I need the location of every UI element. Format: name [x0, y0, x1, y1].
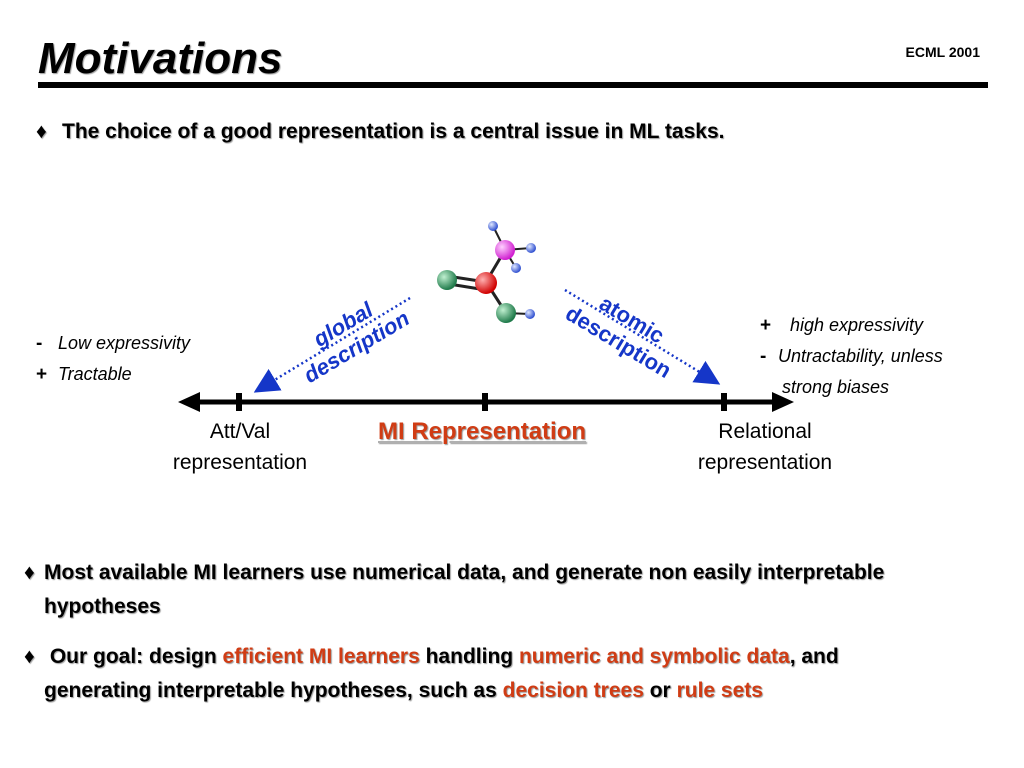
tick-relational	[721, 393, 727, 411]
left-properties: -Low expressivity +Tractable	[36, 328, 190, 390]
diamond-bullet-icon: ♦	[24, 561, 35, 584]
tick-attval	[236, 393, 242, 411]
tick-mi	[482, 393, 488, 411]
bullet-our-goal: ♦ Our goal: design efficient MI learners…	[24, 640, 984, 708]
right-properties: +high expressivity -Untractability, unle…	[760, 310, 943, 402]
diamond-bullet-icon: ♦	[36, 120, 47, 143]
bullet-text: The choice of a good representation is a…	[62, 120, 725, 143]
page-title: Motivations	[38, 34, 283, 83]
minus-sign: -	[36, 333, 43, 354]
bullet-representation: ♦ The choice of a good representation is …	[36, 120, 724, 144]
bullet-mi-learners: ♦Most available MI learners use numerica…	[24, 556, 984, 624]
minus-sign: -	[760, 346, 767, 367]
highlight-rule-sets: rule sets	[676, 679, 763, 702]
conference-label: ECML 2001	[905, 44, 980, 60]
title-divider	[38, 82, 988, 88]
attval-label: Att/Val representation	[172, 420, 308, 474]
axis-right-arrowhead	[772, 392, 794, 412]
relational-label: Relational representation	[697, 420, 833, 474]
highlight-numeric-symbolic-data: numeric and symbolic data	[518, 645, 790, 668]
molecule-icon	[437, 221, 536, 323]
diamond-bullet-icon: ♦	[24, 645, 35, 668]
mi-representation-label: MI Representation	[378, 418, 587, 445]
highlight-efficient-mi-learners: efficient MI learners	[222, 645, 420, 668]
highlight-decision-trees: decision trees	[502, 679, 644, 702]
axis-left-arrowhead	[178, 392, 200, 412]
plus-sign: +	[36, 364, 48, 385]
plus-sign: +	[760, 315, 772, 336]
